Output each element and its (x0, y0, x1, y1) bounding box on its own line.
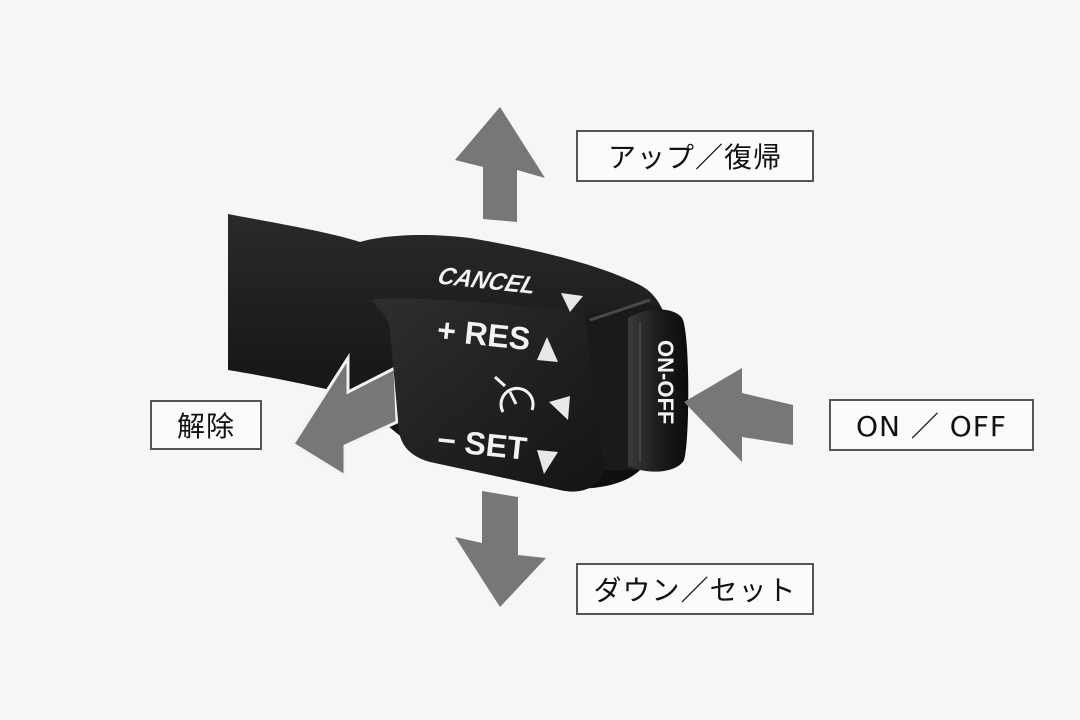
set-triangle-icon (537, 450, 558, 474)
callout-on-off-text: ON ／ OFF (855, 410, 1008, 443)
callout-up-text: アップ／復帰 (607, 141, 782, 174)
arrow-cancel-icon (290, 352, 399, 479)
cruise-control-icon (493, 375, 535, 413)
callout-cancel: 解除 (150, 400, 262, 450)
callout-cancel-text: 解除 (176, 410, 235, 443)
cancel-triangle-icon (561, 293, 583, 312)
callout-on-off: ON ／ OFF (829, 399, 1034, 451)
arrow-down-icon (455, 491, 546, 607)
callout-down-set: ダウン／セット (576, 563, 814, 615)
on-off-button: ON-OFF (628, 309, 689, 472)
res-triangle-icon (537, 337, 558, 362)
arrow-on-off-icon (684, 368, 793, 462)
arrow-up-icon (455, 107, 545, 222)
on-off-marking: ON-OFF (653, 340, 678, 424)
set-speed-triangle-icon (549, 396, 570, 420)
callout-down-text: ダウン／セット (593, 574, 797, 607)
callout-up-resume: アップ／復帰 (576, 130, 814, 182)
